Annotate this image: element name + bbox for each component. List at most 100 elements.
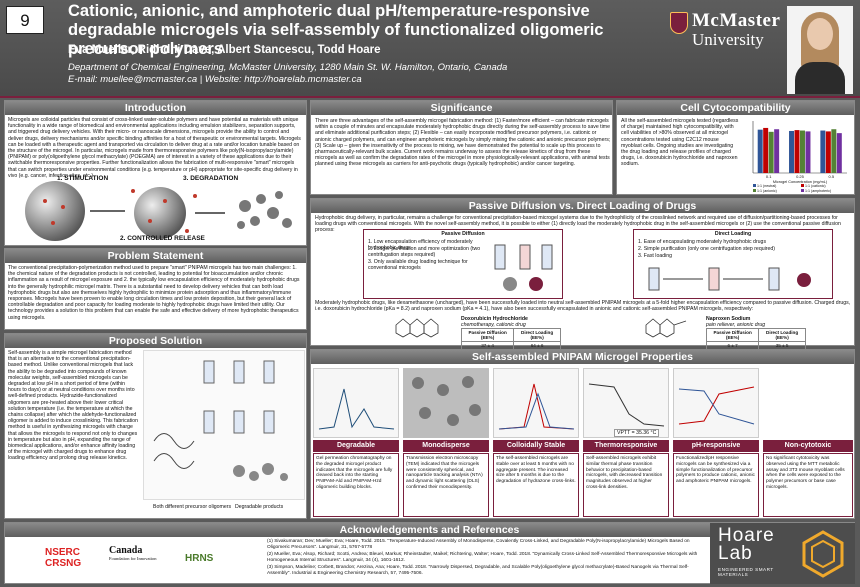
significance-heading: Significance: [311, 101, 612, 115]
tile-title-non-cytotoxic: Non-cytotoxic: [763, 440, 853, 452]
label-stimulation: 1. STIMULATION: [57, 175, 109, 182]
drug2-table: Passive Diffusion (EE%)Direct Loading (E…: [705, 328, 806, 350]
bar-0.25-0: [789, 130, 795, 173]
th-passive-2: Passive Diffusion (EE%): [705, 328, 760, 342]
passive-text: Hydrophobic drug delivery, in particular…: [315, 215, 841, 234]
cytotox-image: [763, 368, 853, 438]
gpc-image: [313, 368, 399, 438]
introduction-text: Microgels are colloidal particles that c…: [8, 117, 301, 179]
naproxen-structure: [645, 318, 687, 338]
passive-panel: Passive Diffusion vs. Direct Loading of …: [310, 198, 855, 350]
label-degradation: 3. DEGRADATION: [183, 175, 239, 182]
introduction-panel: Introduction Microgels are colloidal par…: [4, 100, 307, 246]
problem-text: The conventional precipitation-polymeriz…: [8, 265, 300, 321]
hex-molecule-icon: [802, 530, 844, 578]
cytocompatibility-text: All the self-assembled microgels tested …: [621, 118, 739, 168]
shield-icon: [670, 12, 688, 34]
bar-0.5-1: [825, 131, 831, 173]
doxorubicin-structure: [395, 318, 439, 338]
contact: E-mail: muellee@mcmaster.ca | Website: h…: [68, 74, 362, 85]
tile-text-degradable: Gel permeation chromatography on the deg…: [313, 453, 399, 517]
bar-0.25-1: [794, 130, 800, 173]
tile-text-ph-responsive: Functionalized/pH responsive microgels c…: [673, 453, 759, 517]
header-banner: 9 Cationic, anionic, and amphoteric dual…: [0, 0, 860, 98]
properties-panel: Self-assembled PNIPAM Microgel Propertie…: [310, 349, 855, 519]
microgel-diagram: [25, 181, 292, 241]
authors: Eva Mueller, Ridhdhi Dave, Albert Stance…: [68, 44, 381, 56]
bar-0.5-2: [831, 129, 837, 173]
bar-0.5-3: [836, 133, 842, 173]
legend-swatch: [753, 189, 756, 192]
significance-text: There are three advantages of the self-a…: [315, 118, 611, 168]
author-photo: [787, 6, 853, 94]
legend-swatch: [801, 184, 804, 187]
nserc-logo: NSERC CRSNG: [45, 547, 101, 577]
poster-title: Cationic, anionic, and amphoteric dual p…: [68, 2, 604, 58]
tem-image: [403, 368, 489, 438]
ack-panel: Acknowledgements and References NSERC CR…: [4, 522, 855, 584]
passive-diffusion-diagram: [494, 244, 553, 291]
ref-2: (2) Mueller, Eva; Alsop, Richard; Scotti…: [267, 552, 698, 563]
properties-heading: Self-assembled PNIPAM Microgel Propertie…: [311, 350, 854, 364]
department: Department of Chemical Engineering, McMa…: [68, 62, 508, 73]
ph-response-image: [673, 368, 759, 438]
tile-title-thermoresponsive: Thermoresponsive: [583, 440, 669, 452]
problem-heading: Problem Statement: [5, 249, 306, 263]
tile-text-non-cytotoxic: No significant cytotoxicity was observed…: [763, 453, 853, 517]
affiliation: Department of Chemical Engineering, McMa…: [68, 62, 507, 86]
caption-degradable: Degradable products: [235, 504, 284, 510]
drug2-sub: pain reliever, anionic drug: [706, 322, 766, 328]
direct-item-3: 3. Fast loading: [638, 253, 673, 259]
legend-entry: 1:1 (neutral): [757, 184, 776, 188]
introduction-heading: Introduction: [5, 101, 306, 115]
lab-name-1: Hoare: [718, 525, 775, 546]
legend-swatch: [801, 189, 804, 192]
legend-entry: 1:1 (anionic): [757, 189, 777, 193]
ack-heading: Acknowledgements and References: [5, 523, 854, 537]
passive-heading: Passive Diffusion vs. Direct Loading of …: [311, 199, 854, 213]
passive-diffusion-box: Passive Diffusion 1. Low encapsulation e…: [363, 229, 563, 299]
tile-text-monodisperse: Transmission electron microscopy (TEM) i…: [403, 453, 489, 517]
tile-text-thermoresponsive: Self-assembled microgels exhibit similar…: [583, 453, 669, 517]
tile-title-degradable: Degradable: [313, 440, 399, 452]
passive-item-2: 2. Longer purification and more optimiza…: [368, 246, 481, 259]
x-tick-label: 0.1: [766, 174, 772, 179]
direct-loading-diagram: [648, 267, 811, 291]
poster-number: 9: [6, 6, 44, 34]
th-direct: Direct Loading (EE%): [513, 328, 561, 342]
drug2-name: Naproxen Sodium: [706, 316, 751, 322]
ref-3: (3) Simpson, Madeline; Corbett, Brandon;…: [267, 565, 689, 576]
synthesis-scheme-image: [143, 350, 305, 500]
solution-heading: Proposed Solution: [5, 334, 306, 348]
bar-0.1-3: [774, 129, 780, 173]
tile-title-stable: Colloidally Stable: [493, 440, 579, 452]
vptt-label: VPTT = 35.36 °C: [614, 429, 660, 438]
th-direct-2: Direct Loading (EE%): [758, 328, 806, 342]
drug1-sub: chemotherapy, cationic drug: [461, 322, 526, 328]
th-passive: Passive Diffusion (EE%): [460, 328, 515, 342]
lab-tagline: ENGINEERED SMART MATERIALS: [718, 567, 774, 578]
bar-0.25-3: [805, 131, 811, 173]
solution-text: Self-assembly is a simple microgel fabri…: [8, 350, 138, 462]
mcmaster-logo: McMaster University: [670, 10, 780, 60]
legend-swatch: [753, 184, 756, 187]
hrns-logo: HRNS: [185, 553, 214, 564]
nserc-line1: NSERC: [45, 547, 81, 558]
bar-0.25-2: [800, 130, 805, 173]
hoare-lab-logo: Hoare Lab ENGINEERED SMART MATERIALS: [710, 523, 855, 584]
label-controlled-release: 2. CONTROLLED RELEASE: [120, 235, 205, 242]
canada-word: Canada: [109, 545, 143, 556]
significance-panel: Significance There are three advantages …: [310, 100, 613, 195]
thermoresponse-image: VPTT = 35.36 °C: [583, 368, 669, 438]
legend-entry: 1:1 (cationic): [805, 184, 826, 188]
problem-panel: Problem Statement The conventional preci…: [4, 248, 307, 330]
passive-item-1: 1. Low encapsulation efficiency of moder…: [368, 239, 473, 252]
x-axis-label: Microgel Concentration (mg/mL): [773, 180, 828, 184]
cytocompatibility-panel: Cell Cytocompatibility All the self-asse…: [616, 100, 855, 195]
lab-name-2: Lab: [718, 543, 753, 564]
vials-diagram: [153, 360, 288, 481]
nserc-line2: CRSNG: [45, 558, 82, 569]
tile-title-monodisperse: Monodisperse: [403, 440, 489, 452]
stability-image: [493, 368, 579, 438]
